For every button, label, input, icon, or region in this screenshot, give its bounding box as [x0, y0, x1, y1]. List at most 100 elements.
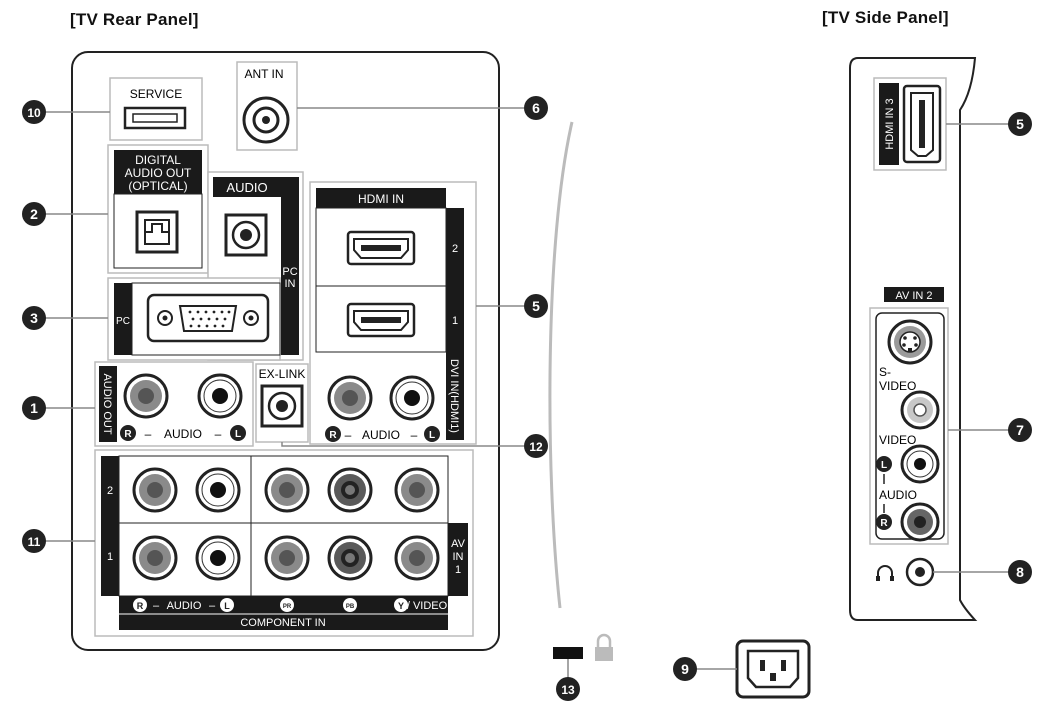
svg-text:AUDIO: AUDIO	[362, 428, 400, 442]
svg-text:5: 5	[1016, 116, 1024, 132]
svg-text:–: –	[145, 427, 152, 441]
digital-audio-out-optical: DIGITAL AUDIO OUT (OPTICAL)	[107, 144, 209, 274]
av-in-2-label: AV IN 2	[895, 290, 932, 302]
callout-5-rear: 5	[524, 294, 548, 318]
row-2-label: 2	[107, 485, 113, 497]
svg-text:1: 1	[30, 400, 38, 416]
svg-text:–: –	[153, 600, 160, 612]
audio-out-legend: R – AUDIO – L	[120, 425, 246, 441]
headphone-jack	[876, 557, 935, 587]
svg-text:–: –	[411, 428, 418, 442]
svg-text:L: L	[429, 430, 435, 441]
dvi-in-label: DVI IN(HDMI1)	[448, 359, 460, 433]
callout-2: 2	[22, 202, 46, 226]
callout-12: 12	[524, 434, 548, 458]
comp1-pb-jack	[327, 535, 373, 581]
svg-text:AUDIO: AUDIO	[164, 427, 202, 441]
dvi-audio-legend: R – AUDIO – L	[325, 426, 440, 442]
svg-text:–: –	[345, 428, 352, 442]
av-in-2-block: AV IN 2 S- VIDEO VIDEO L	[869, 287, 949, 545]
callout-11: 11	[22, 529, 46, 553]
svg-text:13: 13	[561, 683, 575, 697]
side-audio-r-badge: R	[880, 518, 888, 529]
svg-text:6: 6	[532, 100, 540, 116]
svg-text:PB: PB	[346, 604, 355, 610]
svg-text:PR: PR	[283, 604, 292, 610]
av-component-block: 2 1 AV IN 1 R – AUDIO – L PR PB	[94, 449, 474, 637]
callout-6: 6	[524, 96, 548, 120]
side-video-jack	[900, 390, 940, 430]
av2-audio-r-jack	[132, 467, 178, 513]
digital-audio-out-label-2: AUDIO OUT	[125, 166, 192, 180]
av1-y-video-jack	[394, 535, 440, 581]
ant-in-label: ANT IN	[244, 67, 283, 81]
side-audio-r-jack	[900, 502, 940, 542]
headphone-icon	[876, 565, 894, 581]
av-in-1-label-c: 1	[455, 564, 461, 576]
pc-in-label-2: IN	[285, 278, 296, 290]
comp2-pr-jack	[264, 467, 310, 513]
svg-text:L: L	[224, 601, 230, 611]
service-port: SERVICE	[109, 77, 203, 141]
row-1-label: 1	[107, 551, 113, 563]
hdmi-1-port	[346, 302, 416, 338]
rear-panel-title: [TV Rear Panel]	[70, 10, 199, 29]
comp1-pr-jack	[264, 535, 310, 581]
svg-text:2: 2	[30, 206, 38, 222]
pc-in-label-1: PC	[282, 266, 297, 278]
svg-text:–: –	[209, 600, 216, 612]
dvi-audio-l-jack	[389, 375, 435, 421]
svg-text:R: R	[329, 430, 337, 441]
rear-leader-lines	[44, 107, 524, 542]
callout-1: 1	[22, 396, 46, 420]
kensington-lock	[553, 633, 613, 678]
callout-13: 13	[556, 677, 580, 701]
av-in-1-label-b: IN	[453, 551, 464, 563]
svg-text:AUDIO: AUDIO	[167, 600, 202, 612]
cut-line	[548, 121, 574, 609]
av-in-1-label-a: AV	[451, 538, 466, 550]
hdmi-in-label: HDMI IN	[358, 192, 404, 206]
svg-text:L: L	[235, 429, 241, 440]
svg-text:Y: Y	[398, 601, 404, 611]
av1-audio-r-jack	[132, 535, 178, 581]
svg-text:11: 11	[28, 535, 41, 549]
svg-text:/ VIDEO: / VIDEO	[407, 600, 448, 612]
pc-vga-port: PC	[107, 277, 281, 361]
comp2-y-jack	[394, 467, 440, 513]
audio-label: AUDIO	[226, 180, 267, 195]
component-in-label: COMPONENT IN	[240, 617, 325, 629]
ant-in-port: ANT IN	[236, 61, 298, 151]
comp2-pb-jack	[327, 467, 373, 513]
svg-text:9: 9	[681, 661, 689, 677]
service-label: SERVICE	[130, 87, 182, 101]
callout-10: 10	[22, 100, 46, 124]
hdmi-in-3-port: HDMI IN 3	[873, 77, 947, 171]
dvi-audio-r-jack	[327, 375, 373, 421]
callout-7: 7	[1008, 418, 1032, 442]
hdmi-port-2-label: 2	[452, 243, 458, 255]
lock-icon	[595, 633, 613, 661]
s-video-jack	[887, 319, 933, 365]
side-audio-label: AUDIO	[879, 488, 917, 502]
component-legend: R – AUDIO – L PR PB Y / VIDEO	[133, 598, 448, 612]
audio-out-block: AUDIO OUT R – AUDIO – L	[94, 361, 254, 447]
callout-5-side: 5	[1008, 112, 1032, 136]
ex-link-label: EX-LINK	[259, 367, 306, 381]
svg-text:3: 3	[30, 310, 38, 326]
power-socket	[694, 639, 811, 699]
audio-out-r-jack	[123, 373, 169, 419]
audio-out-l-jack	[197, 373, 243, 419]
digital-audio-out-label-3: (OPTICAL)	[128, 179, 187, 193]
side-panel-title: [TV Side Panel]	[822, 8, 949, 27]
pc-label: PC	[116, 316, 130, 327]
audio-out-label: AUDIO OUT	[101, 373, 113, 434]
side-audio-l-jack	[900, 444, 940, 484]
digital-audio-out-label-1: DIGITAL	[135, 153, 181, 167]
svg-text:12: 12	[529, 440, 543, 454]
svg-text:7: 7	[1016, 422, 1024, 438]
svg-text:R: R	[137, 601, 144, 611]
callout-3: 3	[22, 306, 46, 330]
hdmi-2-port	[346, 230, 416, 266]
